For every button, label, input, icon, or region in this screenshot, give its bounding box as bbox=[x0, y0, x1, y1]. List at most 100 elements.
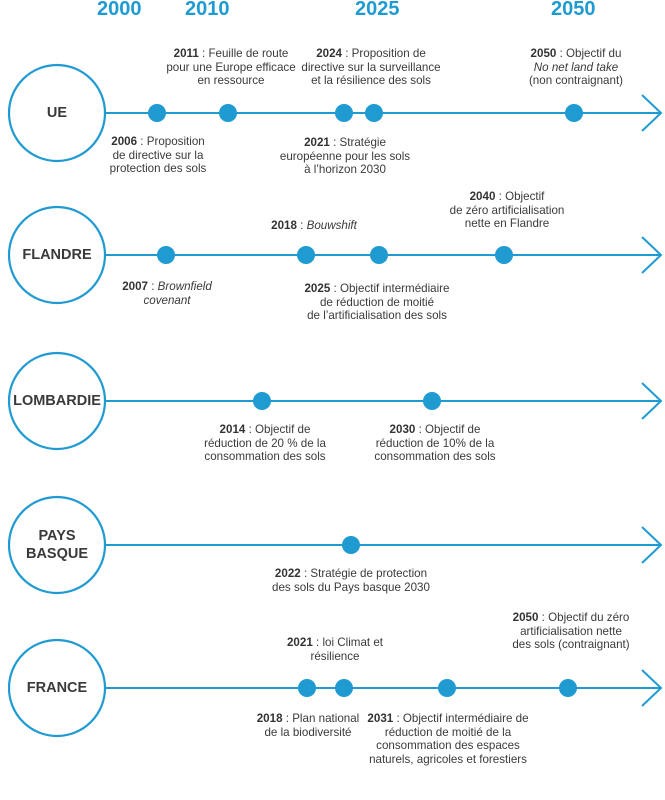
event-label-line: 2018 : Bouwshift bbox=[271, 219, 357, 232]
event-label-line: de directive sur la bbox=[8, 149, 308, 163]
region-circle-pays-basque bbox=[7, 495, 107, 595]
event-text: de la biodiversité bbox=[264, 725, 352, 739]
event-label-line: à l’horizon 2030 bbox=[195, 163, 495, 177]
event-text: à l’horizon 2030 bbox=[304, 163, 386, 177]
event-text: protection des sols bbox=[109, 162, 207, 176]
event-label-line: artificialisation nette bbox=[421, 625, 665, 639]
region-circle-lombardie bbox=[7, 351, 107, 451]
event-dot-ue-2006 bbox=[148, 104, 166, 122]
event-text: résilience bbox=[310, 649, 360, 663]
event-dot-flandre-2007 bbox=[157, 246, 175, 264]
event-text: naturels, agricoles et forestiers bbox=[369, 752, 527, 766]
event-dot-france-2021 bbox=[335, 679, 353, 697]
event-text: nette en Flandre bbox=[464, 217, 550, 231]
event-text: réduction de moitié de la bbox=[384, 725, 512, 739]
event-text: Bouwshift bbox=[306, 219, 357, 232]
event-label-line: 2021 : Stratégie bbox=[304, 136, 386, 149]
region-label-line: LOMBARDIE bbox=[13, 393, 101, 409]
event-year: 2018 bbox=[271, 219, 297, 232]
event-label-line: européenne pour les sols bbox=[195, 150, 495, 164]
event-label-line: pour une Europe efficace bbox=[81, 61, 381, 75]
event-text: consommation des sols bbox=[204, 450, 326, 464]
event-year: 2018 bbox=[256, 712, 283, 725]
event-label-line: des sols (contraignant) bbox=[421, 638, 665, 652]
event-year: 2014 bbox=[219, 423, 246, 436]
event-label-line: 2007 : Brownfield bbox=[122, 280, 212, 293]
event-label-line: 2022 : Stratégie de protection bbox=[274, 567, 428, 580]
event-dot-lombardie-2014 bbox=[253, 392, 271, 410]
event-label-line: réduction de moitié de la bbox=[298, 726, 598, 740]
event-text: Proposition de bbox=[351, 47, 426, 60]
event-label-line: réduction de 10% de la bbox=[285, 437, 585, 451]
region-label-line: FLANDRE bbox=[22, 247, 92, 263]
region-label-line: FRANCE bbox=[26, 680, 88, 696]
event-text: consommation des espaces bbox=[376, 739, 520, 753]
event-label-line: 2021 : loi Climat et bbox=[286, 636, 384, 649]
region-label-line: BASQUE bbox=[25, 546, 89, 562]
event-year: 2050 bbox=[512, 611, 539, 624]
event-dot-ue-2050 bbox=[565, 104, 583, 122]
event-text: Objectif du bbox=[566, 47, 622, 60]
region-circle-ue bbox=[7, 63, 107, 163]
region-circle-flandre bbox=[7, 205, 107, 305]
event-year: 2031 bbox=[367, 712, 394, 725]
event-text: de l’artificialisation des sols bbox=[307, 309, 447, 323]
region-label-line: PAYS bbox=[38, 528, 76, 544]
event-text: No net land take bbox=[533, 60, 619, 74]
year-header-2050: 2050 bbox=[551, 0, 596, 20]
event-label-line: consommation des espaces bbox=[298, 739, 598, 753]
event-year: 2025 bbox=[304, 282, 331, 295]
event-year: 2024 bbox=[316, 47, 342, 60]
event-dot-flandre-2018 bbox=[297, 246, 315, 264]
event-text: réduction de 10% de la bbox=[375, 436, 495, 450]
event-label-line: consommation des sols bbox=[115, 450, 415, 464]
arrow-head-flandre bbox=[641, 236, 663, 274]
event-label-line: 2018 : Plan national bbox=[256, 712, 360, 725]
arrow-head-ue bbox=[641, 94, 663, 132]
event-label-line: protection des sols bbox=[8, 162, 308, 176]
event-text: Objectif intermédiaire de bbox=[402, 712, 529, 725]
event-dot-lombardie-2030 bbox=[423, 392, 441, 410]
event-text: Objectif intermédiaire bbox=[339, 282, 450, 295]
event-text: et la résilience des sols bbox=[311, 74, 431, 88]
event-label-line: 2011 : Feuille de route bbox=[173, 47, 289, 60]
event-dot-flandre-2025 bbox=[370, 246, 388, 264]
region-label-pays-basque: PAYS BASQUE bbox=[7, 527, 107, 563]
event-label-line: 2050 : Objectif du bbox=[530, 47, 622, 60]
event-text: Stratégie bbox=[339, 136, 386, 149]
event-year: 2006 bbox=[111, 135, 138, 148]
region-label-ue: UE bbox=[7, 104, 107, 122]
event-text: réduction de 20 % de la bbox=[204, 436, 326, 450]
event-text: Objectif de bbox=[425, 423, 481, 436]
event-text: directive sur la surveillance bbox=[301, 60, 441, 74]
event-text: (non contraignant) bbox=[528, 74, 624, 88]
event-text: de zéro artificialisation bbox=[449, 203, 565, 217]
region-label-lombardie: LOMBARDIE bbox=[7, 392, 107, 410]
event-label-flandre-2018: 2018 : Bouwshift bbox=[164, 219, 464, 233]
event-label-line: (non contraignant) bbox=[426, 74, 665, 88]
event-dot-france-2050 bbox=[559, 679, 577, 697]
event-dot-ue-2024 bbox=[365, 104, 383, 122]
event-label-line: 2040 : Objectif bbox=[469, 190, 545, 203]
event-text: en ressource bbox=[197, 74, 265, 88]
event-text: Objectif de bbox=[255, 423, 311, 436]
event-year: 2007 bbox=[122, 280, 148, 293]
year-header-2010: 2010 bbox=[185, 0, 230, 20]
event-dot-flandre-2040 bbox=[495, 246, 513, 264]
event-label-line: réduction de 20 % de la bbox=[115, 437, 415, 451]
event-text: Stratégie de protection bbox=[310, 567, 428, 580]
event-label-line: de l’artificialisation des sols bbox=[227, 309, 527, 323]
event-label-line: 2014 : Objectif de bbox=[219, 423, 311, 436]
region-label-flandre: FLANDRE bbox=[7, 246, 107, 264]
event-label-line: 2030 : Objectif de bbox=[389, 423, 481, 436]
